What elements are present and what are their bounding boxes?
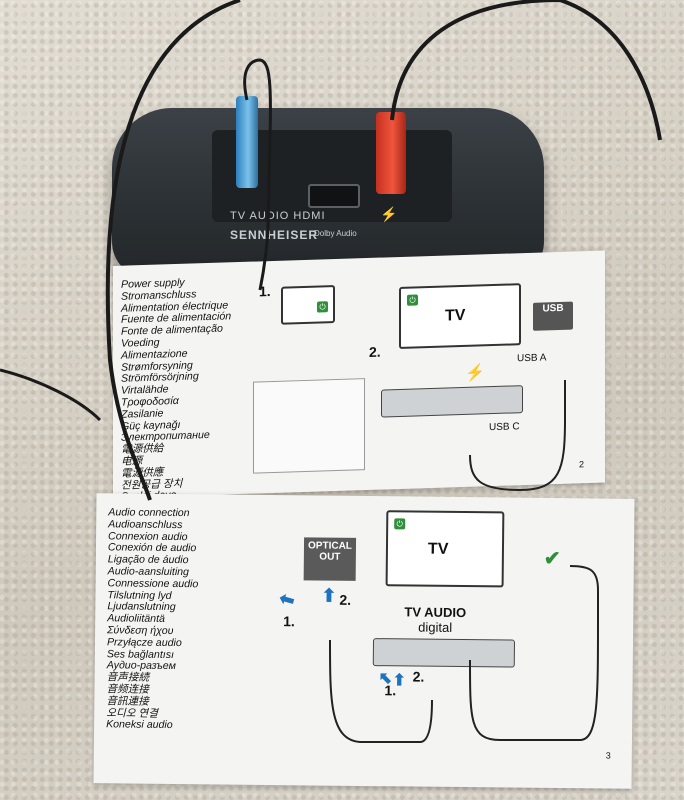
- tv-audio-text: TV AUDIO: [404, 604, 467, 621]
- soundbar-illustration: [372, 638, 516, 668]
- soundbar-step-1: 1.: [384, 682, 397, 699]
- tv-illustration: ⏻ TV: [399, 283, 521, 350]
- device-brand: SENNHEISER: [230, 228, 319, 242]
- optical-out-label: OPTICAL OUT: [307, 540, 352, 563]
- tv-power-icon: ⏻: [407, 294, 418, 306]
- soundbar-illustration: [381, 385, 523, 418]
- optical-step-1: 1.: [283, 613, 295, 630]
- hdmi-port: [308, 184, 360, 208]
- digital-text: digital: [418, 619, 453, 635]
- small-tv-icon: ⏻: [281, 285, 335, 325]
- optical-plug-blue: [236, 96, 258, 188]
- optical-out-box: OPTICAL OUT: [303, 537, 357, 581]
- page-number: 3: [605, 750, 611, 761]
- usb-c-label: USB C: [489, 421, 520, 434]
- manual-page-audio: Audio connection Audioanschluss Connexio…: [93, 493, 635, 789]
- power-bolt-icon: ⚡: [380, 206, 399, 222]
- device-top-view: [253, 378, 365, 474]
- device-dolby-label: Dolby Audio: [314, 229, 357, 238]
- usb-port-box: USB: [533, 301, 573, 331]
- power-step-2: 2.: [369, 343, 381, 360]
- tv-illustration: ⏻ TV: [385, 510, 505, 588]
- manual-page-power: Power supply Stromanschluss Alimentation…: [113, 250, 605, 503]
- tv-label: TV: [427, 540, 449, 558]
- device-port-labels: TV AUDIO HDMI: [230, 210, 326, 222]
- left-up-arrow-icon: ⬉: [275, 586, 299, 612]
- audio-language-list: Audio connection Audioanschluss Connexio…: [106, 506, 199, 732]
- lightning-icon: ⚡: [465, 364, 485, 382]
- lang-item: Koneksi audio: [106, 718, 173, 732]
- usb-label: USB: [542, 302, 564, 315]
- power-button-icon: ⏻: [317, 301, 328, 313]
- tv-power-icon: ⏻: [394, 518, 406, 530]
- usb-a-label: USB A: [517, 352, 547, 365]
- soundbar-step-2: 2.: [412, 668, 425, 685]
- tv-audio-label: TV AUDIO digital: [395, 604, 475, 635]
- checkmark-icon: ✔: [543, 547, 561, 571]
- power-step-1: 1.: [259, 283, 271, 300]
- up-arrow-icon: ⬆: [321, 585, 337, 606]
- power-language-list: Power supply Stromanschluss Alimentation…: [121, 276, 231, 504]
- usb-plug-red: [376, 112, 406, 194]
- tv-label: TV: [445, 306, 466, 325]
- optical-step-2: 2.: [339, 591, 352, 608]
- page-number: 2: [579, 459, 585, 470]
- soundbar-device: TV AUDIO HDMI SENNHEISER Dolby Audio ⚡: [112, 108, 544, 278]
